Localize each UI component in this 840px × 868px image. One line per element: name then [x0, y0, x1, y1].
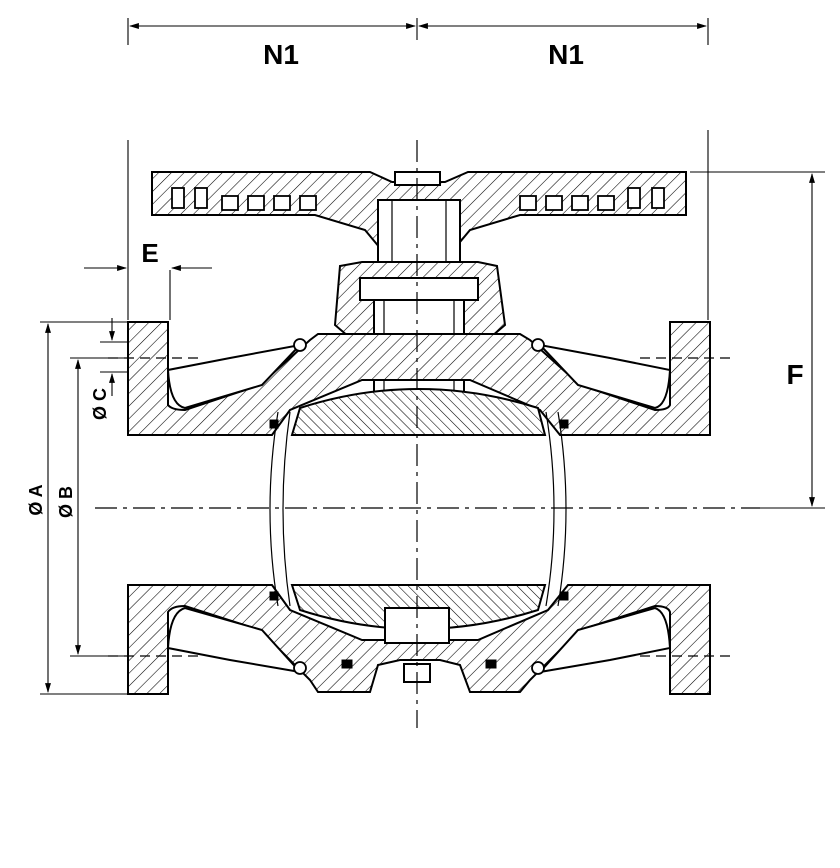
ball — [269, 388, 569, 683]
lever-handle — [151, 171, 687, 263]
e-dimension: E — [84, 140, 212, 320]
dia-a-label: Ø A — [26, 484, 46, 515]
body-bolts — [293, 338, 545, 675]
dia-c-label: Ø C — [90, 388, 110, 420]
n1-right-label: N1 — [548, 39, 584, 70]
dia-b-label: Ø B — [56, 486, 76, 518]
diameter-dimensions: Ø A Ø B Ø C — [26, 318, 128, 695]
valve-body-lower — [127, 584, 711, 695]
e-label: E — [141, 238, 158, 268]
n1-left-label: N1 — [263, 39, 299, 70]
valve-body-upper — [127, 321, 711, 436]
center-lines — [95, 140, 760, 728]
n1-dimension: N1 N1 — [127, 18, 709, 70]
f-label: F — [786, 359, 803, 390]
f-dimension: F — [690, 130, 825, 509]
